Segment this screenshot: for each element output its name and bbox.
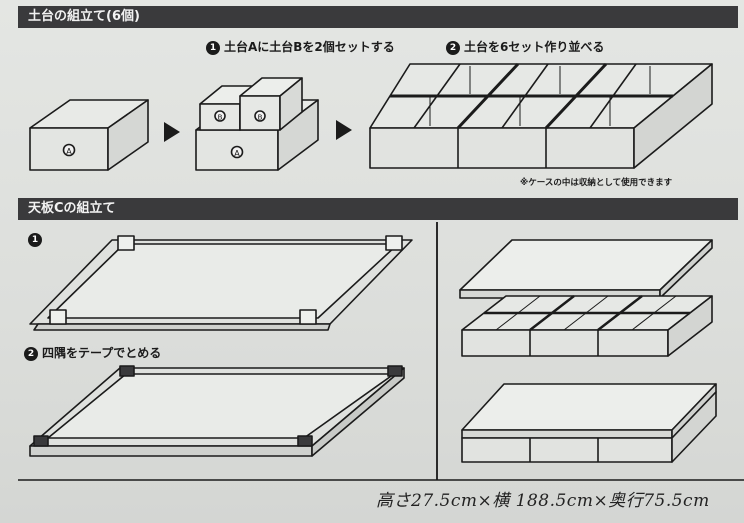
board-over-boxes-illustration <box>459 239 713 357</box>
base-box-a-illustration: A <box>29 99 149 171</box>
six-base-sets-illustration <box>369 62 713 169</box>
step-1-base: 1 土台Aに土台Bを2個セットする <box>206 38 395 55</box>
label-b: B <box>218 114 223 122</box>
step-1-text: 土台Aに土台Bを2個セットする <box>224 40 395 54</box>
step-2-top: 2 四隅をテープでとめる <box>24 344 161 361</box>
arrow-right-icon <box>336 120 352 140</box>
label-a-circle <box>62 143 76 157</box>
step-number-2: 2 <box>446 40 460 55</box>
step-number-1: 1 <box>28 232 42 247</box>
base-box-with-b-illustration: A B B <box>195 77 319 171</box>
top-frame-step1-illustration <box>29 235 413 331</box>
svg-text:A: A <box>234 149 240 158</box>
assembled-shelf-illustration <box>461 383 717 463</box>
step-2-top-text: 四隅をテープでとめる <box>42 346 162 360</box>
top-frame-step2-illustration <box>29 365 405 457</box>
arrow-right-icon <box>164 122 180 142</box>
panel-divider <box>436 222 438 480</box>
step-2-base: 2 土台を6セット作り並べる <box>446 38 604 55</box>
section-header-base-assembly: 土台の組立て(6個) <box>18 6 738 28</box>
label-a: A <box>66 147 72 156</box>
step-number-1: 1 <box>206 40 220 55</box>
step-1-top: 1 <box>28 232 46 247</box>
handwritten-dimensions: 高さ27.5cm×横 188.5cm×奥行75.5cm <box>376 491 710 511</box>
storage-note: ※ケースの中は収納として使用できます <box>520 178 673 188</box>
svg-text:B: B <box>258 114 263 122</box>
step-2-text: 土台を6セット作り並べる <box>464 40 605 54</box>
step-number-2: 2 <box>24 346 38 361</box>
section-header-top-board: 天板Cの組立て <box>18 198 738 220</box>
